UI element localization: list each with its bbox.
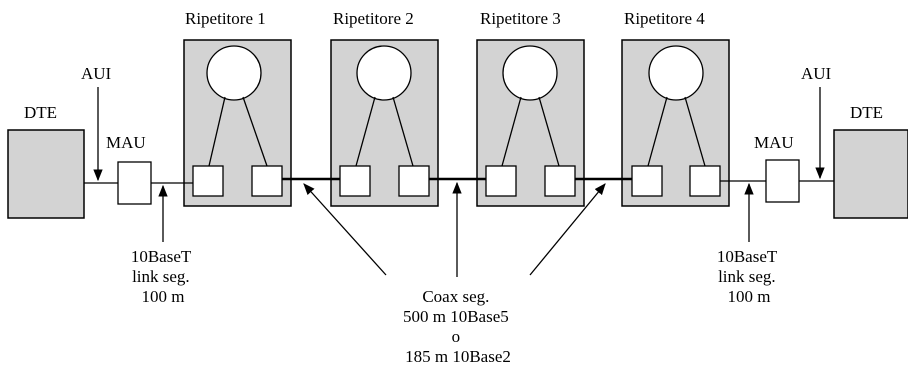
repeater-1-hub	[206, 45, 262, 101]
repeater-4-label: Ripetitore 4	[624, 9, 705, 28]
dte-right-label: DTE	[850, 103, 883, 122]
repeater-4-hub	[648, 45, 704, 101]
repeater-1: Ripetitore 1	[183, 9, 292, 207]
repeater-3-label: Ripetitore 3	[480, 9, 561, 28]
repeater-2-port-left	[339, 165, 371, 197]
mau-right-box	[765, 159, 800, 203]
repeater-3-port-left	[485, 165, 517, 197]
repeater-1-port-right	[251, 165, 283, 197]
repeater-2: Ripetitore 2	[330, 9, 439, 207]
link-seg-left-text: 10BaseT link seg. 100 m	[131, 247, 195, 306]
coax-seg-text: Coax seg. 500 m 10Base5 o 185 m 10Base2	[403, 287, 513, 366]
dte-left: DTE	[7, 103, 85, 219]
repeater-1-label: Ripetitore 1	[185, 9, 266, 28]
repeater-4-port-right	[689, 165, 721, 197]
dte-right-box	[833, 129, 908, 219]
coax-arrow-1	[303, 183, 387, 276]
dte-left-label: DTE	[24, 103, 57, 122]
repeater-3-port-right	[544, 165, 576, 197]
mau-left-box	[117, 161, 152, 205]
dte-left-box	[7, 129, 85, 219]
mau-left: MAU	[84, 133, 193, 205]
aui-left-label: AUI	[81, 64, 112, 83]
repeater-2-label: Ripetitore 2	[333, 9, 414, 28]
repeater-2-hub	[356, 45, 412, 101]
repeater-2-port-right	[398, 165, 430, 197]
link-seg-right-text: 10BaseT link seg. 100 m	[717, 247, 781, 306]
repeater-1-port-left	[192, 165, 224, 197]
aui-right-label: AUI	[801, 64, 832, 83]
repeater-4-port-left	[631, 165, 663, 197]
repeater-3: Ripetitore 3	[476, 9, 585, 207]
dte-right: DTE	[833, 103, 908, 219]
mau-left-label: MAU	[106, 133, 146, 152]
mau-right: MAU	[720, 133, 834, 203]
repeater-4: Ripetitore 4	[621, 9, 730, 207]
repeater-3-hub	[502, 45, 558, 101]
mau-right-label: MAU	[754, 133, 794, 152]
coax-arrow-3	[529, 183, 606, 276]
